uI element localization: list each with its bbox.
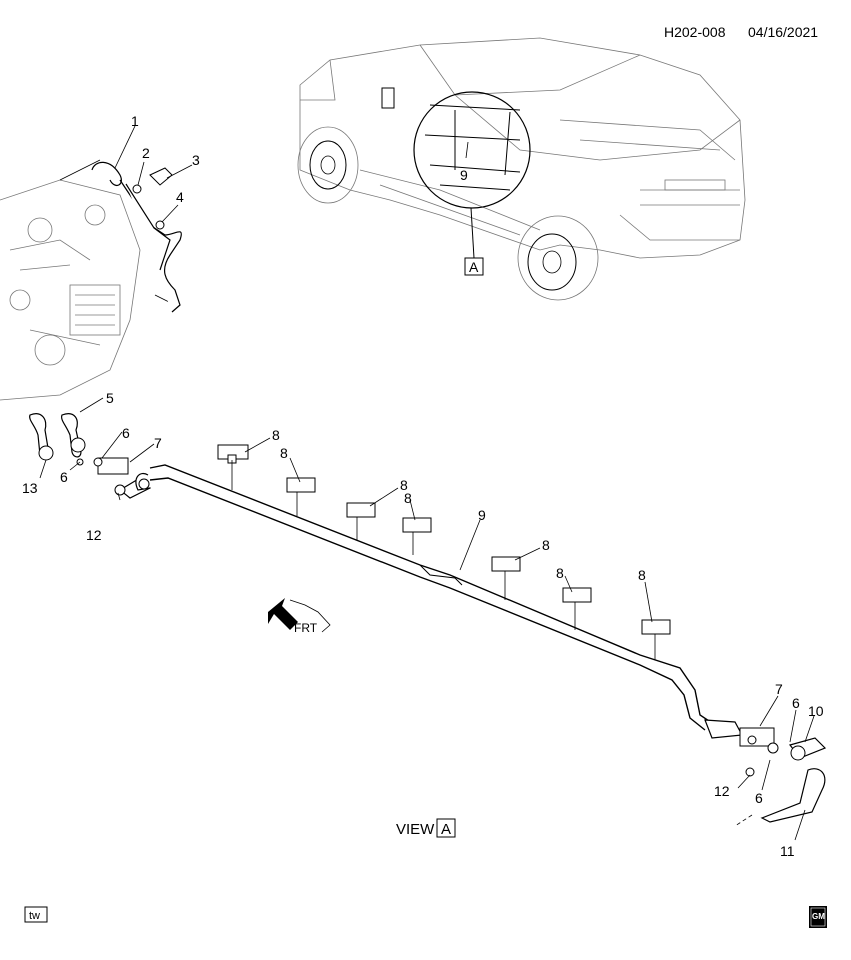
front-direction-arrow [268,598,331,633]
callout-7-left: 7 [154,435,162,451]
callout-12-right: 12 [714,783,730,799]
view-label-text: VIEW [396,821,435,838]
engine-illustration [0,159,176,401]
truck-illustration [297,37,746,301]
tw-badge [24,906,48,923]
callout-8-d: 8 [404,490,412,506]
callout-8-b: 8 [280,445,288,461]
callout-11: 11 [780,843,795,859]
callout-2: 2 [142,145,150,161]
callout-5: 5 [106,390,114,406]
callout-7-right: 7 [775,681,783,697]
callout-1: 1 [131,113,139,129]
view-ref-box-letter: A [469,259,479,275]
main-coolant-pipes [135,464,716,731]
gm-logo-text: GM [812,912,825,921]
callout-6-lower-left: 6 [60,469,68,485]
callout-12-left: 12 [86,527,102,543]
callout-4: 4 [176,189,184,205]
engine-hose-upper [91,161,122,187]
callout-6-lower-right: 6 [755,790,763,806]
clips-item-8 [217,444,671,660]
callout-6-upper-left: 6 [122,425,130,441]
callout-8-g: 8 [638,567,646,583]
diagram-id: H202-008 [664,24,726,40]
view-label-letter: A [441,821,451,838]
diagram-date: 04/16/2021 [748,24,818,40]
callout-8-c: 8 [400,477,408,493]
callout-9-truck: 9 [460,167,468,183]
callout-9-pipe: 9 [478,507,486,523]
gm-logo [809,906,827,928]
callout-8-f: 8 [556,565,564,581]
callout-10: 10 [808,703,824,719]
callout-13: 13 [22,480,38,496]
callout-3: 3 [192,152,200,168]
tw-badge-text: tw [29,910,40,922]
callout-8-e: 8 [542,537,550,553]
callout-6-upper-right: 6 [792,695,800,711]
direction-label: FRT [294,621,318,635]
callout-8-a: 8 [272,427,280,443]
